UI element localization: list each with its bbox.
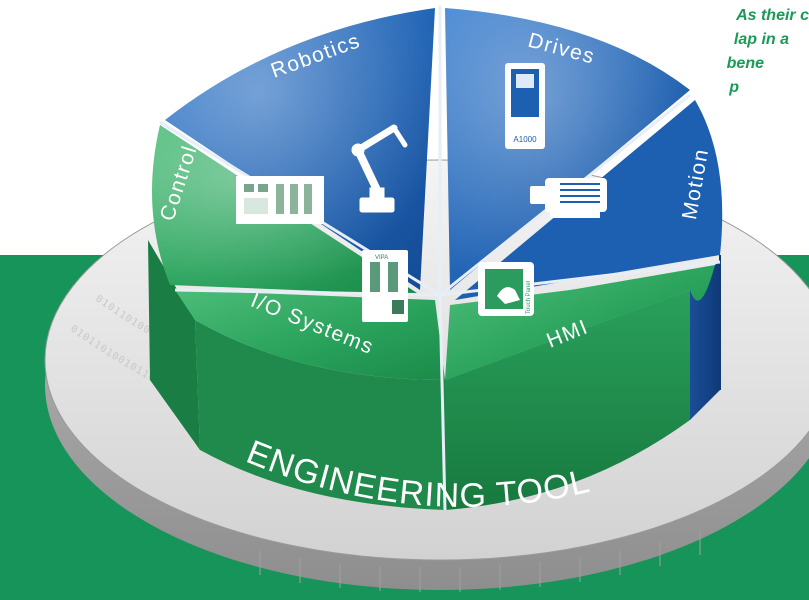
io-brand-label: VIPA: [375, 255, 388, 261]
touch-panel-icon: Touch Panel: [478, 262, 534, 316]
tagline-line-1: As their c: [736, 7, 809, 24]
base-edge-ticks: [259, 530, 701, 592]
drive-unit-icon: A1000: [505, 63, 545, 149]
motor-icon: [530, 178, 607, 218]
pie-sides: [148, 240, 720, 510]
plc-controller-icon: [236, 176, 324, 224]
tagline: As their c lap in a bene p: [509, 4, 809, 100]
robot-arm-icon: [351, 124, 408, 213]
tagline-line-4: p: [729, 79, 739, 96]
drive-model-label: A1000: [513, 135, 537, 144]
io-module-icon: VIPA: [362, 250, 408, 322]
touch-panel-label: Touch Panel: [526, 281, 532, 314]
tagline-line-3: bene: [726, 55, 764, 72]
tagline-line-2: lap in a: [733, 31, 789, 48]
pie-segment-robotics: [165, 8, 435, 290]
